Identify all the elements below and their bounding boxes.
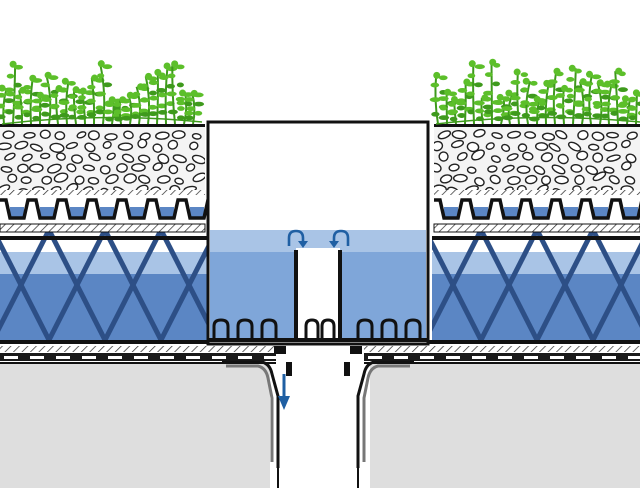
vegetation-left	[0, 60, 205, 125]
concrete-deck	[0, 364, 640, 488]
filter-fleece	[0, 190, 640, 195]
overflow-arrow-right-icon	[329, 229, 350, 248]
protection-mat	[0, 223, 640, 233]
inspection-chamber	[206, 120, 430, 346]
drainage-board	[0, 198, 640, 222]
roof-outlet	[222, 346, 414, 488]
substrate-layer	[0, 124, 640, 190]
overflow-arrow-left-icon	[287, 229, 308, 248]
chamber-water-top	[210, 230, 426, 252]
water-retention-layer-right	[432, 228, 640, 340]
vegetation-right	[429, 58, 640, 125]
drain-flow-arrow-icon	[278, 374, 290, 410]
perforated-base	[212, 318, 422, 340]
water-retention-layer-left	[0, 228, 208, 340]
waterproofing-layers	[0, 340, 640, 364]
overflow-pipes	[294, 250, 342, 340]
